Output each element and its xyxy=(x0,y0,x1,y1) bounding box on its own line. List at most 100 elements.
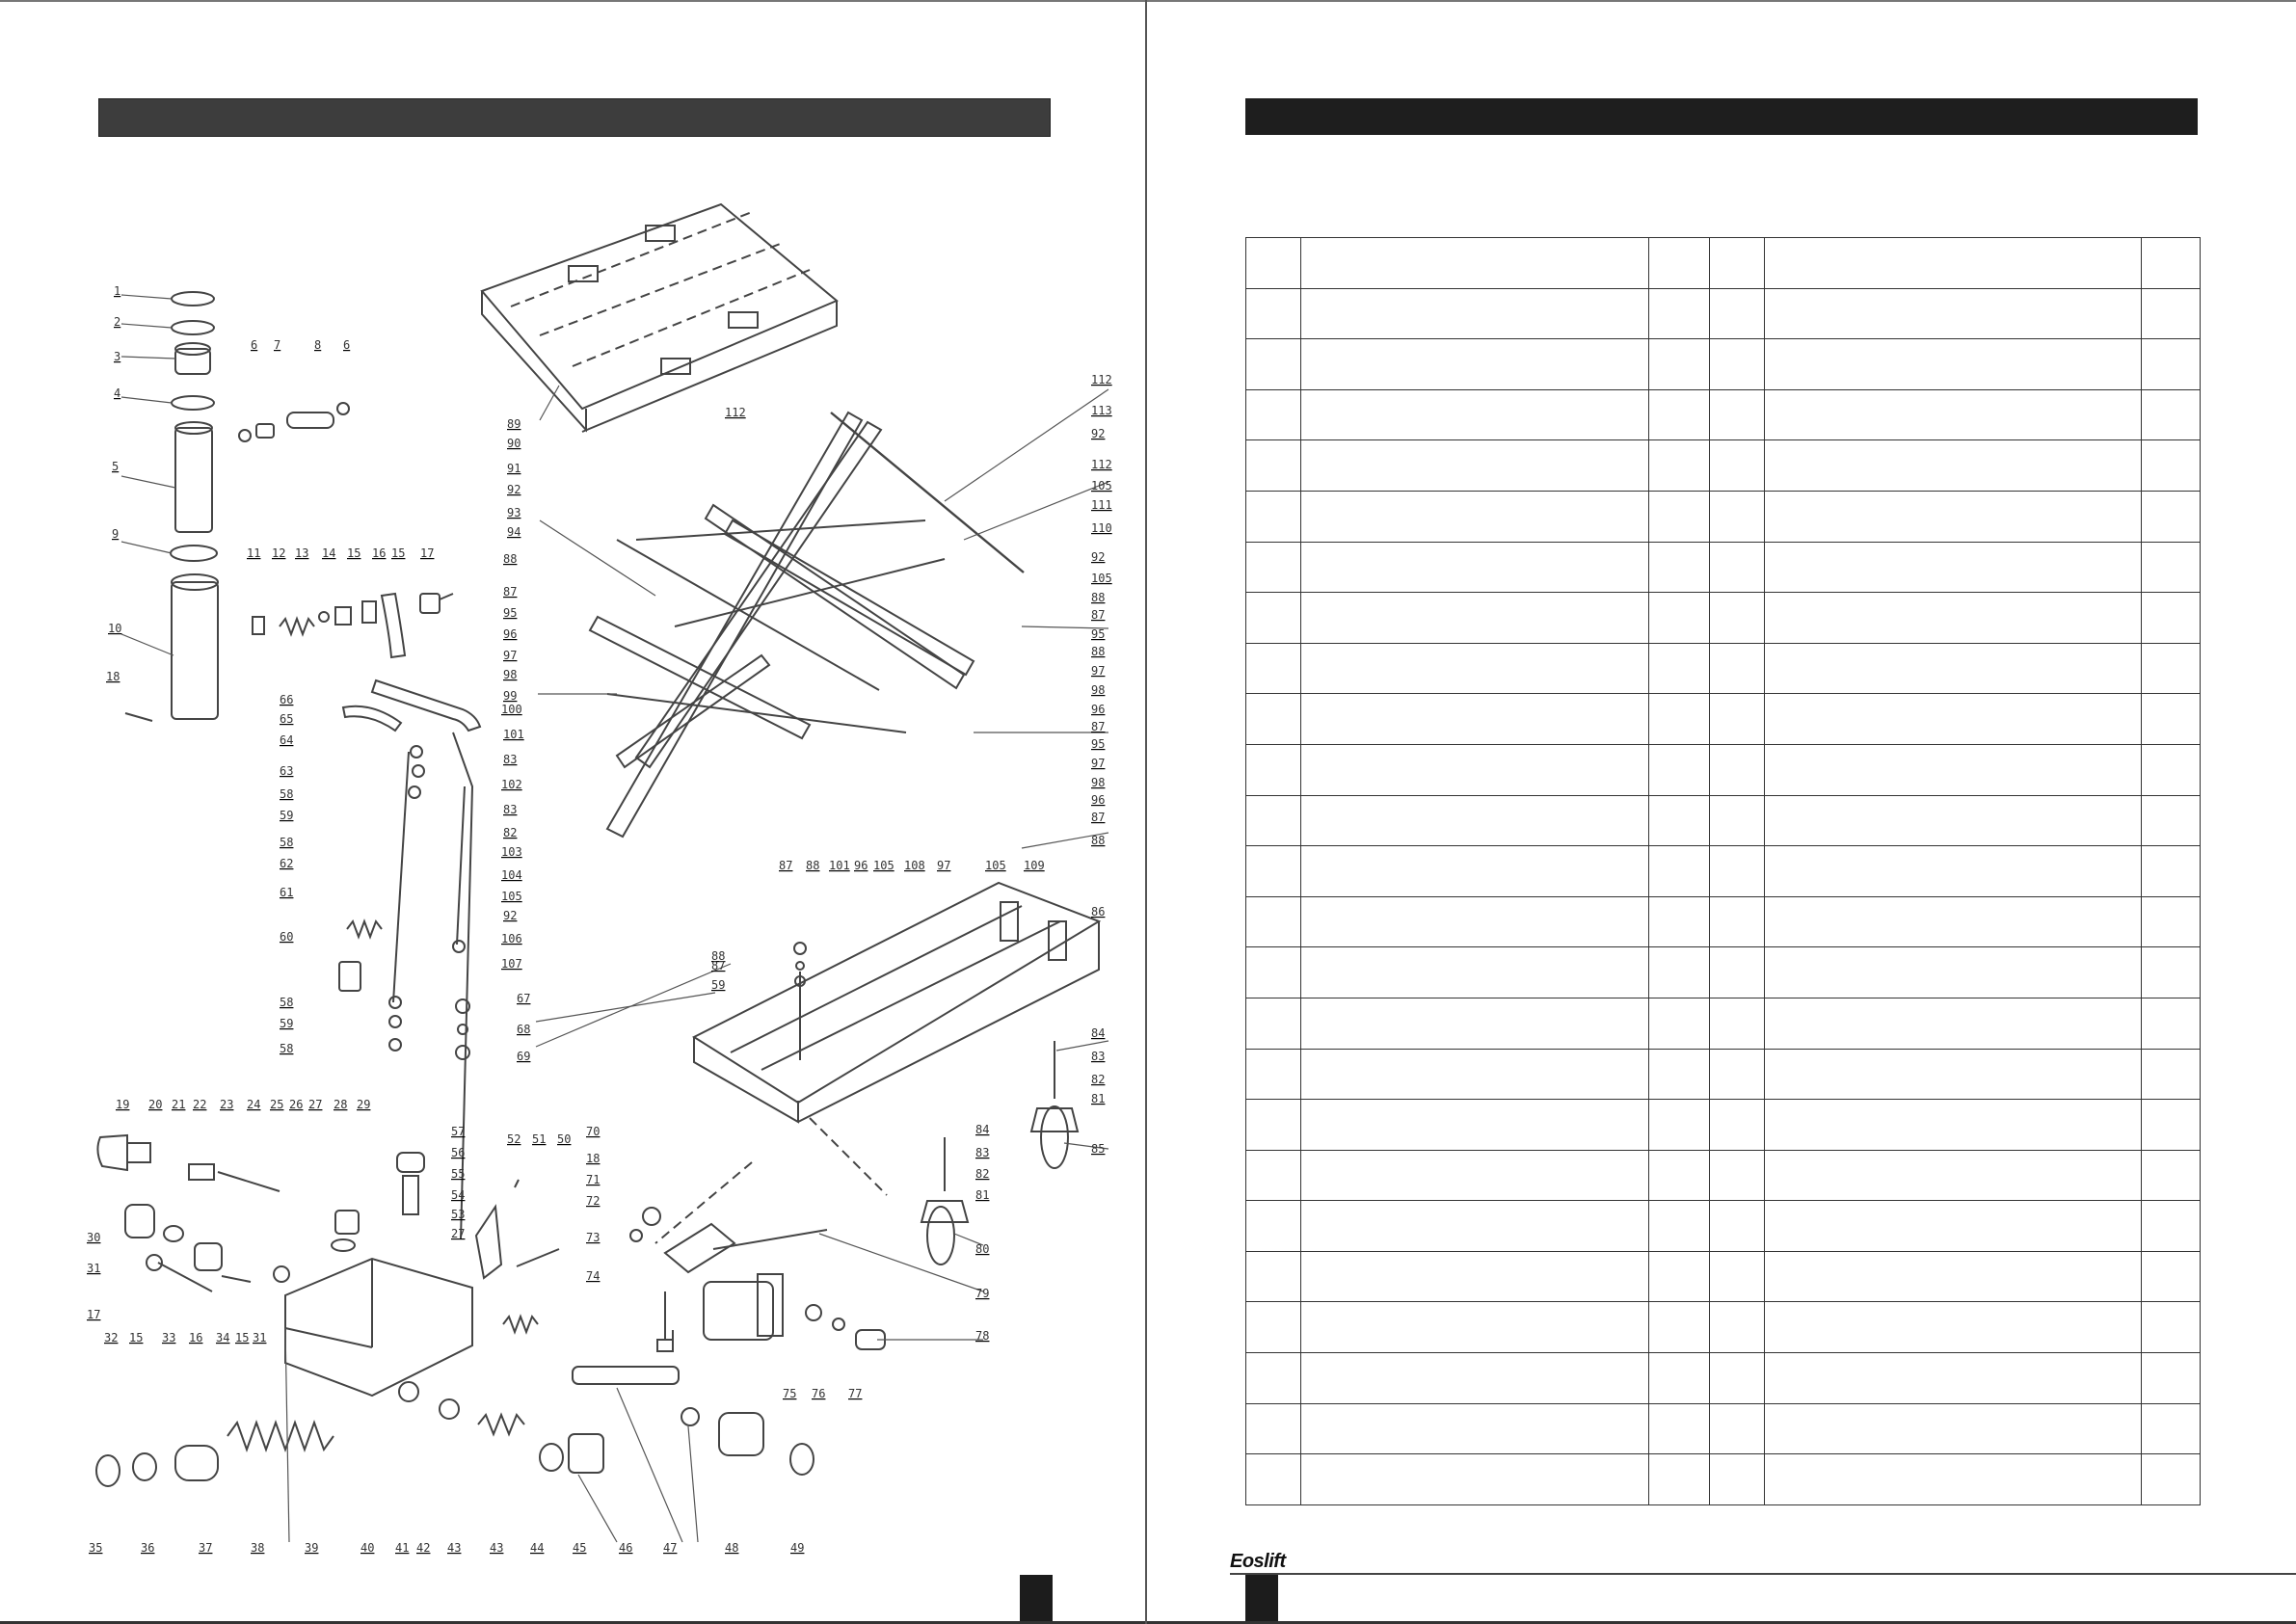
table-cell xyxy=(2141,237,2201,289)
table-row xyxy=(1245,338,2201,390)
table-cell xyxy=(1300,338,1649,390)
table-cell xyxy=(1764,592,2142,644)
svg-text:81: 81 xyxy=(975,1188,989,1202)
table-cell xyxy=(1300,1301,1649,1354)
table-cell xyxy=(2141,1149,2201,1202)
svg-text:34: 34 xyxy=(216,1331,229,1344)
svg-text:16: 16 xyxy=(372,546,386,560)
svg-text:24: 24 xyxy=(247,1098,260,1111)
svg-text:2: 2 xyxy=(114,315,120,329)
table-cell xyxy=(1245,1149,1301,1202)
svg-text:6: 6 xyxy=(251,338,257,352)
svg-text:1: 1 xyxy=(114,284,120,298)
svg-text:68: 68 xyxy=(517,1023,530,1036)
svg-text:106: 106 xyxy=(501,932,522,945)
svg-text:102: 102 xyxy=(501,778,522,791)
table-row xyxy=(1245,642,2201,695)
svg-text:98: 98 xyxy=(1091,683,1105,697)
svg-text:58: 58 xyxy=(280,836,293,849)
svg-text:57: 57 xyxy=(451,1125,465,1138)
svg-text:96: 96 xyxy=(503,627,517,641)
svg-text:50: 50 xyxy=(557,1132,571,1146)
table-cell xyxy=(1245,237,1301,289)
svg-text:92: 92 xyxy=(1091,427,1105,440)
svg-text:9: 9 xyxy=(112,527,119,541)
svg-text:58: 58 xyxy=(280,1042,293,1055)
table-cell xyxy=(1709,794,1765,847)
svg-text:38: 38 xyxy=(251,1541,264,1555)
svg-text:39: 39 xyxy=(305,1541,318,1555)
svg-text:13: 13 xyxy=(295,546,308,560)
table-cell xyxy=(2141,997,2201,1050)
table-row xyxy=(1245,1352,2201,1404)
svg-text:93: 93 xyxy=(507,506,521,519)
svg-text:63: 63 xyxy=(280,764,293,778)
table-row xyxy=(1245,1402,2201,1455)
svg-text:64: 64 xyxy=(280,733,293,747)
table-cell xyxy=(1709,1099,1765,1151)
svg-text:27: 27 xyxy=(451,1227,465,1240)
svg-text:88: 88 xyxy=(1091,645,1105,658)
svg-text:88: 88 xyxy=(806,859,819,872)
svg-text:89: 89 xyxy=(507,417,521,431)
table-cell xyxy=(1764,895,2142,948)
svg-text:99: 99 xyxy=(503,689,517,703)
svg-text:41: 41 xyxy=(395,1541,409,1555)
table-cell xyxy=(1709,997,1765,1050)
table-cell xyxy=(1300,490,1649,543)
table-cell xyxy=(1648,388,1710,441)
table-cell xyxy=(1300,592,1649,644)
svg-text:82: 82 xyxy=(503,826,517,839)
svg-text:15: 15 xyxy=(129,1331,143,1344)
svg-text:101: 101 xyxy=(829,859,850,872)
table-cell xyxy=(1648,1250,1710,1303)
table-cell xyxy=(1245,743,1301,796)
table-cell xyxy=(1764,1048,2142,1101)
svg-text:98: 98 xyxy=(503,668,517,681)
table-cell xyxy=(1709,1048,1765,1101)
svg-text:98: 98 xyxy=(1091,776,1105,789)
svg-text:4: 4 xyxy=(114,386,120,400)
svg-text:78: 78 xyxy=(975,1329,989,1343)
table-cell xyxy=(1300,845,1649,897)
table-cell xyxy=(1245,642,1301,695)
table-row xyxy=(1245,693,2201,745)
table-cell xyxy=(1245,1250,1301,1303)
svg-text:32: 32 xyxy=(104,1331,118,1344)
page-frame-bottom-right xyxy=(1147,1621,2296,1624)
svg-text:65: 65 xyxy=(280,712,293,726)
table-cell xyxy=(2141,845,2201,897)
svg-text:84: 84 xyxy=(1091,1026,1105,1040)
table-cell xyxy=(1648,895,1710,948)
svg-text:31: 31 xyxy=(253,1331,266,1344)
table-cell xyxy=(1709,388,1765,441)
table-cell xyxy=(1709,1402,1765,1455)
table-cell xyxy=(1709,693,1765,745)
part-cylinder-10 xyxy=(171,581,219,720)
table-row xyxy=(1245,997,2201,1050)
table-cell xyxy=(1764,1402,2142,1455)
svg-text:94: 94 xyxy=(507,525,521,539)
table-cell xyxy=(1648,1048,1710,1101)
table-cell xyxy=(2141,693,2201,745)
table-cell xyxy=(1764,1453,2142,1505)
table-cell xyxy=(1300,439,1649,492)
svg-text:51: 51 xyxy=(532,1132,546,1146)
svg-text:110: 110 xyxy=(1091,521,1112,535)
table-cell xyxy=(1709,490,1765,543)
table-cell xyxy=(1709,895,1765,948)
svg-text:55: 55 xyxy=(451,1167,465,1181)
table-cell xyxy=(1245,439,1301,492)
table-cell xyxy=(1300,388,1649,441)
table-row xyxy=(1245,287,2201,340)
table-cell xyxy=(1764,1352,2142,1404)
table-cell xyxy=(1709,642,1765,695)
part-ring-1 xyxy=(171,291,215,306)
table-cell xyxy=(1245,1453,1301,1505)
page-frame-bottom xyxy=(0,1621,1145,1624)
part-cylinder-5 xyxy=(174,427,213,533)
table-cell xyxy=(1709,1149,1765,1202)
svg-text:62: 62 xyxy=(280,857,293,870)
svg-text:83: 83 xyxy=(1091,1050,1105,1063)
